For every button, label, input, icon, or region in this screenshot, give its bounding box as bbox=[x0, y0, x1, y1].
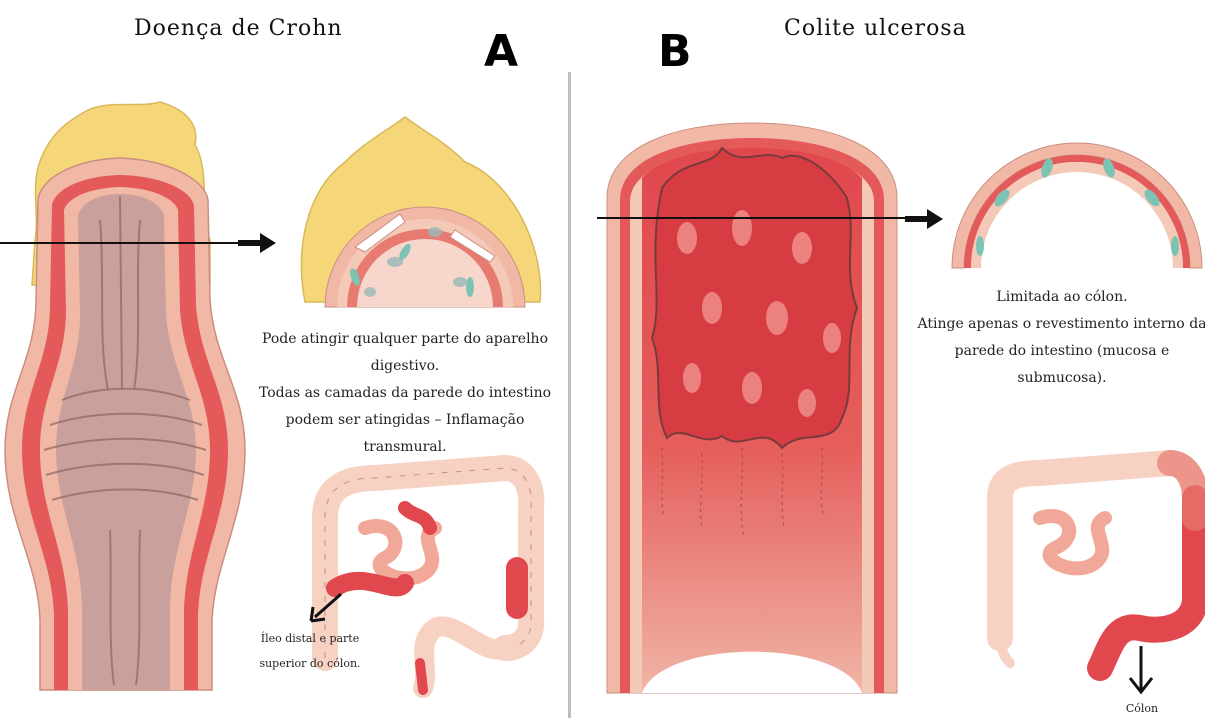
colitis-location-label: Cólon bbox=[1107, 700, 1177, 718]
crohn-panel: Doença de Crohn A bbox=[0, 0, 568, 718]
colitis-description-line: parede do intestino (mucosa e bbox=[917, 338, 1205, 365]
colitis-description-line: submucosa). bbox=[917, 365, 1205, 392]
colitis-description-line: Limitada ao cólon. bbox=[917, 284, 1205, 311]
colitis-panel: B Colite ulcerosa bbox=[572, 0, 1205, 718]
colitis-cross-section bbox=[947, 98, 1205, 268]
panel-b-label: B bbox=[658, 30, 692, 74]
crohn-description-line: Todas as camadas da parede do intestino bbox=[250, 380, 560, 407]
crohn-location-line: Íleo distal e parte bbox=[240, 626, 380, 651]
panel-divider bbox=[568, 72, 571, 718]
panel-a-label: A bbox=[484, 30, 518, 74]
crohn-location-label: Íleo distal e parte superior do cólon. bbox=[240, 626, 380, 676]
colitis-title: Colite ulcerosa bbox=[784, 16, 967, 41]
arrow-right-icon bbox=[905, 207, 945, 231]
arrow-right-icon bbox=[238, 231, 278, 255]
crohn-title: Doença de Crohn bbox=[134, 16, 343, 41]
crohn-description-line: digestivo. bbox=[250, 353, 560, 380]
crohn-description-line: Pode atingir qualquer parte do aparelho bbox=[250, 326, 560, 353]
colitis-intestine-longitudinal bbox=[602, 118, 902, 718]
crohn-location-line: superior do cólon. bbox=[240, 651, 380, 676]
crohn-description: Pode atingir qualquer parte do aparelho … bbox=[250, 326, 560, 461]
colitis-description-line: Atinge apenas o revestimento interno da bbox=[917, 311, 1205, 338]
colitis-description: Limitada ao cólon. Atinge apenas o reves… bbox=[917, 284, 1205, 392]
arrow-down-icon bbox=[1127, 646, 1155, 694]
crohn-description-line: podem ser atingidas – Inflamação bbox=[250, 407, 560, 434]
crohn-cross-section bbox=[285, 112, 555, 312]
colitis-colon-diagram bbox=[980, 458, 1205, 698]
arrow-down-left-icon bbox=[309, 591, 345, 623]
crohn-intestine-longitudinal bbox=[0, 100, 260, 710]
